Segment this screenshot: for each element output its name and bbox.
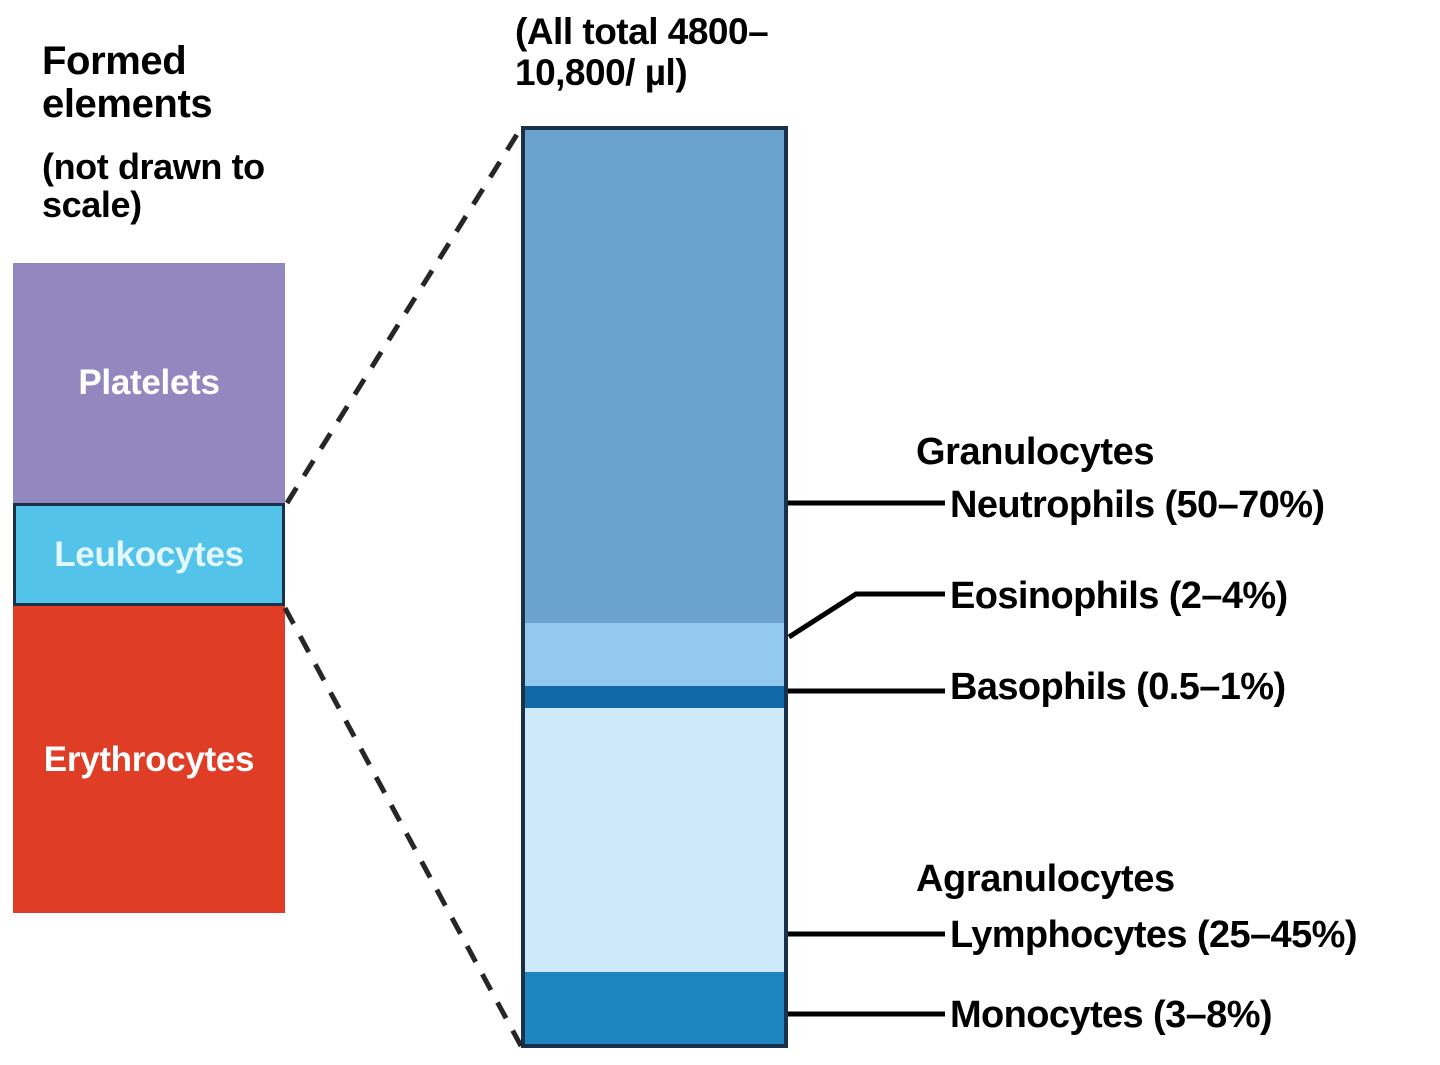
page-title: Formed elements [42, 39, 213, 126]
leukocyte-differential-bar [521, 126, 788, 1048]
segment-eosinophils[interactable] [525, 623, 784, 686]
expansion-guide-bottom [282, 606, 524, 1048]
segment-lymphocytes[interactable] [525, 708, 784, 972]
band-erythrocytes[interactable]: Erythrocytes [13, 606, 285, 913]
band-leukocytes[interactable]: Leukocytes [13, 503, 285, 606]
group-heading-granulocytes: Granulocytes [916, 431, 1155, 473]
segment-neutrophils[interactable] [525, 130, 784, 623]
label-neutrophils[interactable]: Neutrophils (50–70%) [950, 484, 1325, 526]
leader-eosinophils [787, 591, 945, 640]
group-heading-agranulocytes: Agranulocytes [916, 858, 1175, 900]
label-eosinophils[interactable]: Eosinophils (2–4%) [950, 575, 1288, 617]
formed-elements-column: Platelets Leukocytes Erythrocytes [13, 263, 285, 913]
expansion-guide-top [284, 126, 524, 505]
leukocyte-total-count-header: (All total 4800–10,800/ µl) [515, 11, 769, 93]
segment-basophils[interactable] [525, 686, 784, 708]
band-platelets-label: Platelets [78, 363, 220, 402]
label-lymphocytes[interactable]: Lymphocytes (25–45%) [950, 914, 1357, 956]
page-subtitle: (not drawn to scale) [42, 146, 265, 226]
label-basophils[interactable]: Basophils (0.5–1%) [950, 666, 1286, 708]
segment-monocytes[interactable] [525, 972, 784, 1044]
band-platelets[interactable]: Platelets [13, 263, 285, 503]
band-erythrocytes-label: Erythrocytes [43, 739, 255, 779]
band-leukocytes-label: Leukocytes [54, 534, 244, 574]
label-monocytes[interactable]: Monocytes (3–8%) [950, 994, 1273, 1036]
